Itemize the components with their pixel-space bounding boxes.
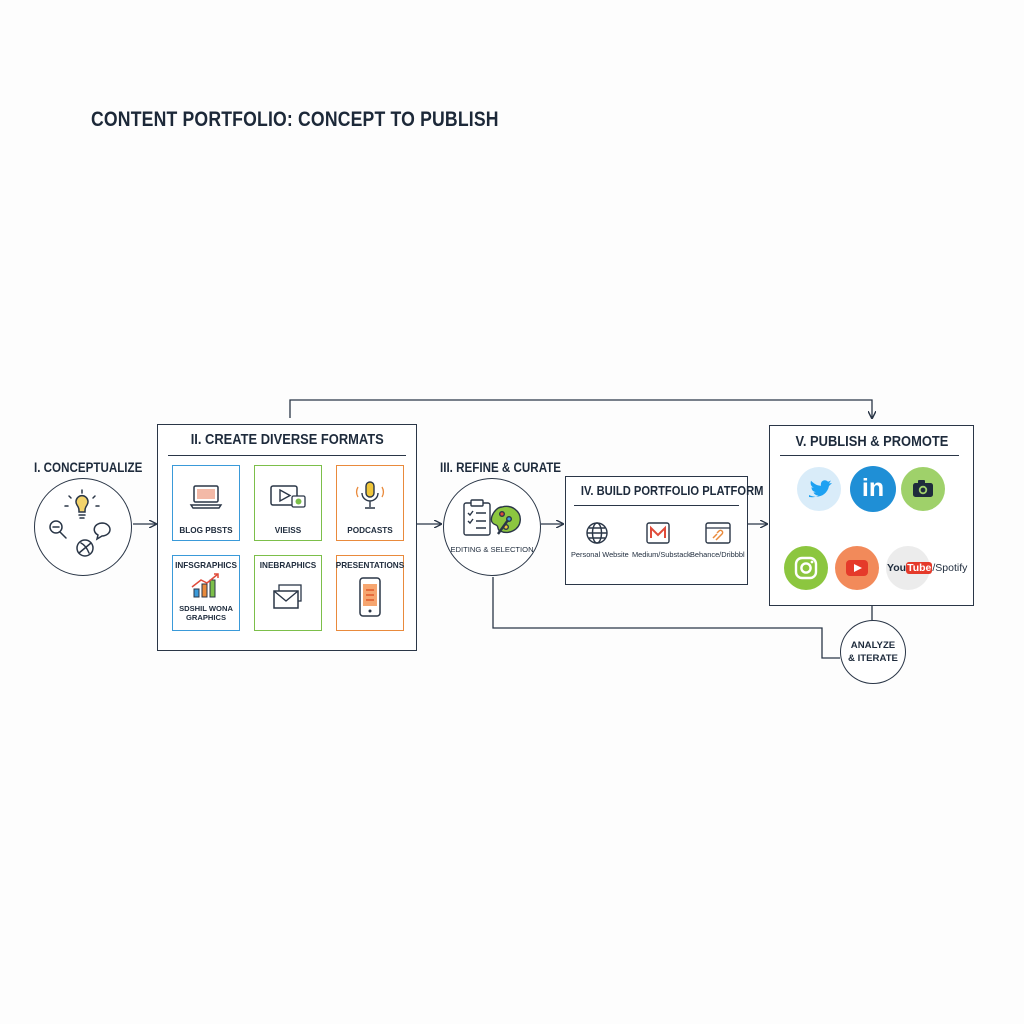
checklist-palette-icon (463, 499, 521, 536)
analyze-iterate-circle: ANALYZE & ITERATE (840, 620, 906, 684)
tile-inebraphics: INEBRAPHICS (254, 555, 322, 631)
create-formats-frame: II. CREATE DIVERSE FORMATS BLOG PBSTS VI… (157, 424, 417, 651)
refine-caption: EDITING & SELECTION (450, 545, 534, 554)
publish-promote-title: V. PUBLISH & PROMOTE (795, 433, 948, 450)
stage-refine-label: III. REFINE & CURATE (440, 460, 562, 475)
browser-link-icon (705, 522, 731, 544)
title-divider (168, 455, 406, 456)
phone-icon (359, 577, 381, 617)
camera-icon (901, 467, 945, 511)
loop-create-to-publish (289, 399, 872, 418)
build-platform-title: IV. BUILD PORTFOLIO PLATFORM (580, 483, 764, 498)
tile-podcasts: PODCASTS (336, 465, 404, 541)
title-divider (574, 505, 739, 506)
instagram-icon (784, 546, 828, 590)
stage-conceptualize-label: I. CONCEPTUALIZE (34, 460, 143, 475)
twitter-icon (797, 467, 841, 511)
platform-medium-label: Medium/Substack (632, 550, 691, 559)
tile-podcasts-label: PODCASTS (347, 526, 393, 535)
microphone-icon (356, 481, 384, 509)
youtube-icon (835, 546, 879, 590)
tile-infographics: INFSGRAPHICS SDSHIL WONA GRAPHICS (172, 555, 240, 631)
globe-icon (586, 522, 608, 544)
growth-chart-icon (191, 573, 219, 598)
platform-personal-website-label: Personal Website (571, 550, 629, 559)
build-platform-frame: IV. BUILD PORTFOLIO PLATFORM Personal We… (565, 476, 764, 585)
tile-presentations: PRESENTATIONS (336, 555, 404, 631)
create-formats-title: II. CREATE DIVERSE FORMATS (190, 431, 384, 448)
brainstorm-icon (49, 489, 111, 557)
platform-behance-label: Behance/Dribbbl (690, 550, 745, 559)
tile-infographics-sublabel: SDSHIL WONA GRAPHICS (179, 604, 233, 622)
tile-videos: VIEISS (254, 465, 322, 541)
tile-infographics-label: INFSGRAPHICS (175, 561, 237, 570)
conceptualize-circle (34, 478, 132, 576)
tile-presentations-label: PRESENTATIONS (335, 561, 405, 570)
tile-inebraphics-label: INEBRAPHICS (259, 561, 317, 570)
tile-blog-posts-label: BLOG PBSTS (179, 526, 233, 535)
tile-videos-label: VIEISS (274, 526, 302, 535)
analyze-iterate-label: ANALYZE & ITERATE (848, 640, 898, 664)
loop-refine-to-analyze (492, 577, 840, 659)
laptop-icon (189, 485, 223, 509)
medium-icon (646, 522, 670, 544)
refine-circle: EDITING & SELECTION (443, 478, 541, 576)
linkedin-icon: in (850, 466, 896, 512)
page-title: CONTENT PORTFOLIO: CONCEPT TO PUBLISH (91, 108, 499, 131)
envelope-icon (273, 584, 302, 609)
tile-blog-posts: BLOG PBSTS (172, 465, 240, 541)
video-icon (270, 485, 306, 508)
youtube-spotify-label: YouTube/Spotify (887, 562, 968, 574)
title-divider (780, 455, 959, 456)
linkedin-logo-text: in (861, 474, 885, 502)
